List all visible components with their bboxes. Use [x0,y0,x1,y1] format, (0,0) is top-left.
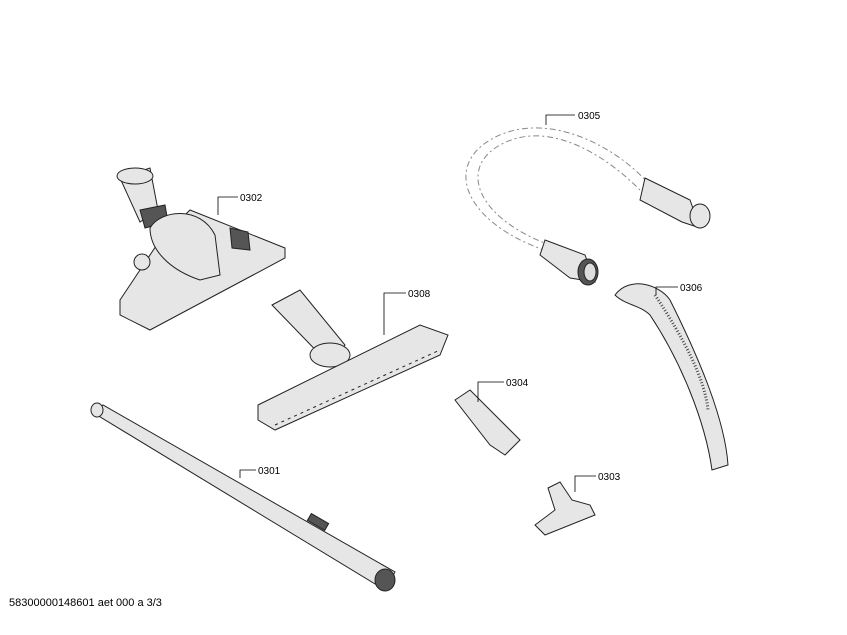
part-floor-nozzle[interactable] [116,167,286,331]
part-crevice-tool[interactable] [454,389,521,456]
label-0308: 0308 [408,289,431,300]
part-handle[interactable] [614,283,729,471]
label-0304: 0304 [506,378,529,389]
part-hose[interactable] [465,127,711,286]
part-telescopic-tube[interactable] [90,402,396,592]
label-0305: 0305 [578,111,601,122]
leader-lines [217,114,678,492]
label-0303: 0303 [598,472,621,483]
part-parquet-nozzle[interactable] [257,289,449,431]
label-0302: 0302 [240,193,263,204]
drawing-number-footer: 58300000148601 aet 000 a 3/3 [9,597,162,609]
label-0301: 0301 [258,466,281,477]
label-0306: 0306 [680,283,703,294]
part-upholstery-nozzle[interactable] [534,481,596,536]
